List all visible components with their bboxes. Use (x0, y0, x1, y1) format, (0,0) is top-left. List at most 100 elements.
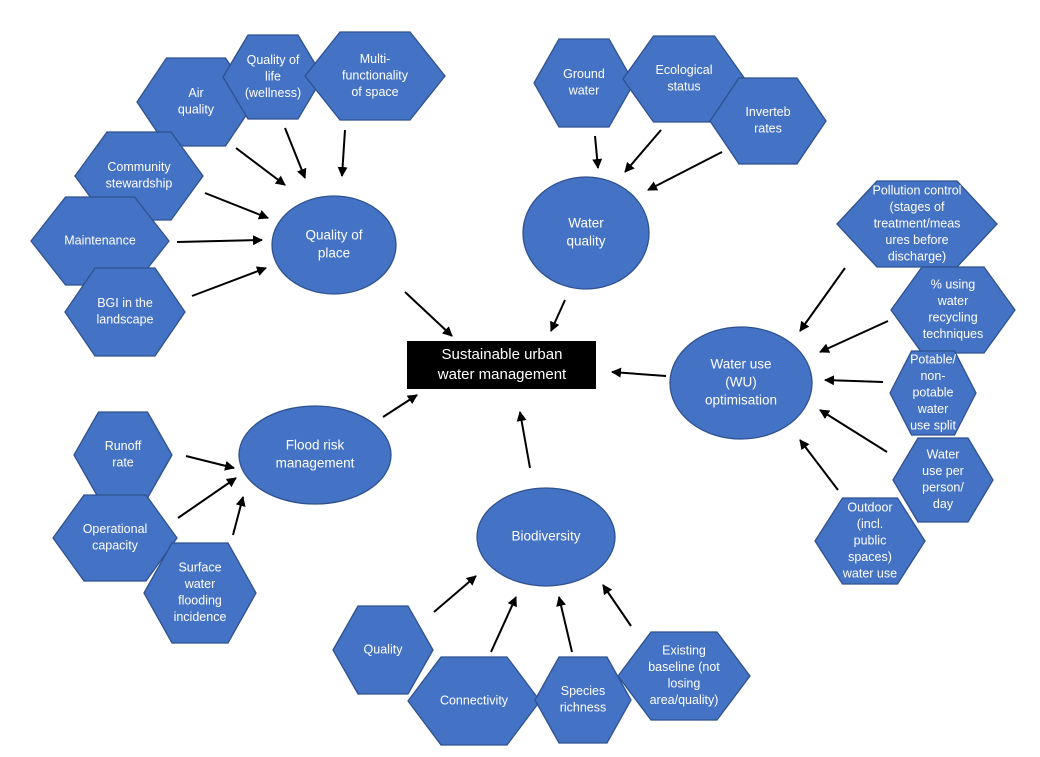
hub-label-line-2: (WU) (725, 375, 756, 390)
arrow (592, 135, 603, 169)
factor-label-line-2: water (184, 577, 216, 591)
factor-label-line-1: % using (931, 278, 976, 292)
factor-label-line-5: discharge) (888, 249, 946, 263)
hub-water-use[interactable]: Water use(WU)optimisation (669, 326, 813, 440)
arrow (824, 375, 884, 386)
hexagon-shape (892, 437, 994, 523)
factor-label-line-4: day (933, 497, 954, 511)
arrow (799, 267, 846, 332)
hub-biodiversity[interactable]: Biodiversity (476, 487, 616, 587)
ellipse-shape (669, 326, 813, 440)
arrow (490, 596, 517, 653)
factor-label-line-1: Species (561, 684, 605, 698)
hexagon-shape (52, 494, 178, 582)
factor-label-line-2: rate (112, 456, 134, 470)
arrow (624, 129, 662, 173)
arrow (516, 411, 531, 469)
arrow (550, 299, 566, 332)
factor-label-line-1: Community (107, 160, 171, 174)
ellipse-shape (238, 405, 392, 505)
factor-multi-functionality[interactable]: Multi-functionality of space (304, 31, 446, 121)
factor-quality[interactable]: Quality (332, 605, 434, 695)
hexagon-shape (814, 497, 926, 585)
factor-label-line-1: Quality (364, 642, 404, 656)
factor-label-line-3: losing (668, 677, 701, 691)
factor-label-line-1: Operational (83, 522, 148, 536)
factor-label-line-4: water (917, 402, 949, 416)
factor-label-line-1: Surface (178, 561, 221, 575)
factor-label-line-2: non- (920, 369, 945, 383)
factor-label-line-2: water (937, 294, 969, 308)
factor-connectivity[interactable]: Connectivity (407, 656, 541, 746)
hexagon-shape (709, 77, 827, 165)
factor-label-line-1: Air (188, 86, 203, 100)
arrow (235, 147, 286, 186)
hub-quality-of-place[interactable]: Quality of place (271, 195, 397, 295)
factor-label-line-1: Multi- (360, 52, 391, 66)
arrow (647, 151, 723, 191)
factor-label-line-4: ures before (885, 233, 948, 247)
hexagon-shape (332, 605, 434, 695)
ellipse-shape (476, 487, 616, 587)
factor-operational-capacity[interactable]: Operational capacity (52, 494, 178, 582)
hexagon-shape (304, 31, 446, 121)
factor-label-line-3: treatment/meas (874, 216, 961, 230)
hexagon-shape (143, 542, 257, 644)
arrow (602, 584, 632, 627)
arrow (185, 455, 235, 471)
factor-label-line-1: Ground (563, 67, 605, 81)
factor-label-line-1: Maintenance (64, 233, 136, 247)
hub-label-line-2: management (276, 456, 355, 471)
factor-maintenance[interactable]: Maintenance (30, 196, 170, 286)
arrow (611, 367, 667, 378)
hub-label-line-2: place (318, 246, 350, 261)
factor-label-line-2: landscape (97, 313, 154, 327)
hub-label-line-1: Biodiversity (511, 529, 580, 544)
hub-label-line-1: Water (568, 216, 604, 231)
factor-pollution-control[interactable]: Pollution control (stages of treatment/mea… (836, 180, 998, 268)
arrow (191, 266, 267, 297)
factor-label-line-2: water (568, 84, 600, 98)
hexagon-shape (836, 180, 998, 268)
arrow (176, 235, 263, 246)
arrow (232, 496, 246, 536)
factor-ground-water[interactable]: Ground water (533, 38, 635, 128)
factor-label-line-2: baseline (not (648, 660, 720, 674)
center-label-line-1: Sustainable urban (442, 346, 563, 363)
factor-label-line-1: Inverteb (745, 105, 790, 119)
hexagon-shape (534, 656, 632, 744)
factor-label-line-4: techniques (923, 327, 983, 341)
factor-label-line-1: Pollution control (873, 183, 962, 197)
center-label-line-2: water management (437, 366, 567, 383)
factor-label-line-2: (stages of (890, 200, 945, 214)
factor-label-line-3: public (854, 533, 887, 547)
center-box-sustainable-urban-water-management[interactable]: Sustainable urban water management (407, 341, 596, 389)
factor-label-line-3: of space (351, 85, 398, 99)
center-box-shape (407, 341, 596, 389)
hexagon-shape (617, 631, 751, 721)
factor-label-line-3: flooding (178, 594, 222, 608)
hub-label-line-1: Quality of (305, 228, 362, 243)
arrow (404, 291, 453, 337)
factor-label-line-5: use split (910, 418, 956, 432)
factor-label-line-1: Existing (662, 644, 706, 658)
factor-label-line-1: Connectivity (440, 693, 509, 707)
factor-label-line-1: Ecological (656, 63, 713, 77)
factor-label-line-2: functionality (342, 68, 409, 82)
factor-label-line-2: capacity (92, 539, 139, 553)
